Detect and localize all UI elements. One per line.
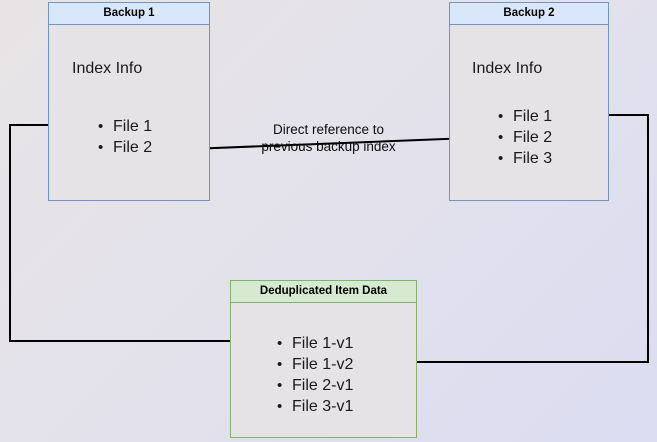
node-backup-2[interactable]: Backup 2 Index Info File 1 File 2 File 3 (449, 2, 609, 201)
node-backup-1[interactable]: Backup 1 Index Info File 1 File 2 (48, 2, 210, 201)
node-deduplicated-item-data-file-list: File 1-v1 File 1-v2 File 2-v1 File 3-v1 (277, 333, 353, 417)
node-backup-2-body: Index Info File 1 File 2 File 3 (450, 25, 608, 200)
node-backup-2-file-list: File 1 File 2 File 3 (498, 106, 552, 169)
node-backup-1-header: Backup 1 (49, 3, 209, 25)
node-deduplicated-item-data-header: Deduplicated Item Data (231, 281, 416, 303)
list-item: File 1-v1 (277, 333, 353, 354)
node-deduplicated-item-data-body: File 1-v1 File 1-v2 File 2-v1 File 3-v1 (231, 303, 416, 437)
node-deduplicated-item-data[interactable]: Deduplicated Item Data File 1-v1 File 1-… (230, 280, 417, 438)
list-item: File 2 (498, 127, 552, 148)
node-backup-1-subtitle: Index Info (72, 60, 143, 77)
list-item: File 3-v1 (277, 396, 353, 417)
list-item: File 1-v2 (277, 354, 353, 375)
list-item: File 2 (98, 137, 152, 158)
node-backup-1-body: Index Info File 1 File 2 (49, 25, 209, 200)
node-backup-1-file-list: File 1 File 2 (98, 116, 152, 158)
list-item: File 1 (98, 116, 152, 137)
node-backup-2-subtitle: Index Info (472, 60, 543, 77)
list-item: File 2-v1 (277, 375, 353, 396)
list-item: File 3 (498, 148, 552, 169)
node-backup-2-header: Backup 2 (450, 3, 608, 25)
edge-label-direct-reference: Direct reference to previous backup inde… (261, 122, 396, 154)
list-item: File 1 (498, 106, 552, 127)
